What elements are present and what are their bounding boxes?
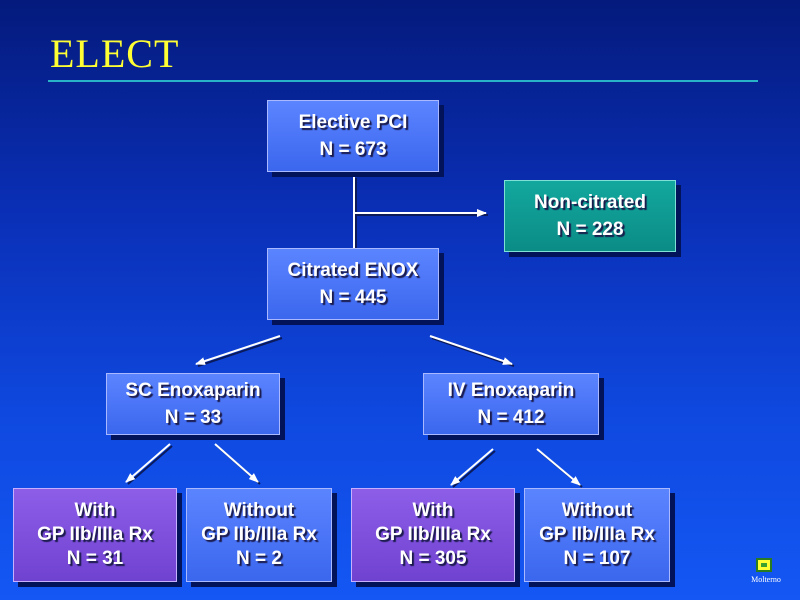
box-iv-enoxaparin: IV Enoxaparin N = 412 [423,373,599,435]
box-count: N = 228 [556,219,624,240]
box-count: N = 31 [66,548,124,569]
box-count: N = 107 [563,548,631,569]
box-line: With [74,500,116,521]
logo-label: Molterno [751,575,781,584]
box-line: GP IIb/IIIa Rx [375,524,491,545]
box-count: N = 445 [319,287,387,308]
box-elective-pci: Elective PCI N = 673 [267,100,439,172]
box-citrated-enox: Citrated ENOX N = 445 [267,248,439,320]
box-count: N = 412 [477,407,545,428]
slide-title: ELECT [50,31,180,76]
arrow-to-sc-enox [195,335,281,365]
box-line: GP IIb/IIIa Rx [201,524,317,545]
box-line: SC Enoxaparin [125,380,261,401]
logo-mark [761,563,767,567]
box-non-citrated: Non-citrated N = 228 [504,180,676,252]
box-sc-without-gp: Without GP IIb/IIIa Rx N = 2 [186,488,332,582]
box-line: GP IIb/IIIa Rx [539,524,655,545]
logo-icon [756,558,772,572]
arrow-to-iv-with [450,448,494,486]
arrow-to-iv-without [536,448,581,486]
box-count: N = 673 [319,139,387,160]
box-line: Without [223,500,295,521]
box-line: Without [561,500,633,521]
arrow-to-sc-with [125,443,171,483]
box-count: N = 2 [236,548,282,569]
box-line: Elective PCI [298,112,408,133]
box-line: With [412,500,454,521]
box-line: IV Enoxaparin [447,380,575,401]
box-count: N = 305 [399,548,467,569]
arrow-to-sc-without [214,443,259,483]
arrow-to-iv-enox [429,335,513,365]
box-iv-with-gp: With GP IIb/IIIa Rx N = 305 [351,488,515,582]
box-line: Non-citrated [534,192,646,213]
box-count: N = 33 [164,407,222,428]
box-line: Citrated ENOX [287,260,419,281]
box-iv-without-gp: Without GP IIb/IIIa Rx N = 107 [524,488,670,582]
box-sc-with-gp: With GP IIb/IIIa Rx N = 31 [13,488,177,582]
box-sc-enoxaparin: SC Enoxaparin N = 33 [106,373,280,435]
title-rule [48,80,758,82]
box-line: GP IIb/IIIa Rx [37,524,153,545]
